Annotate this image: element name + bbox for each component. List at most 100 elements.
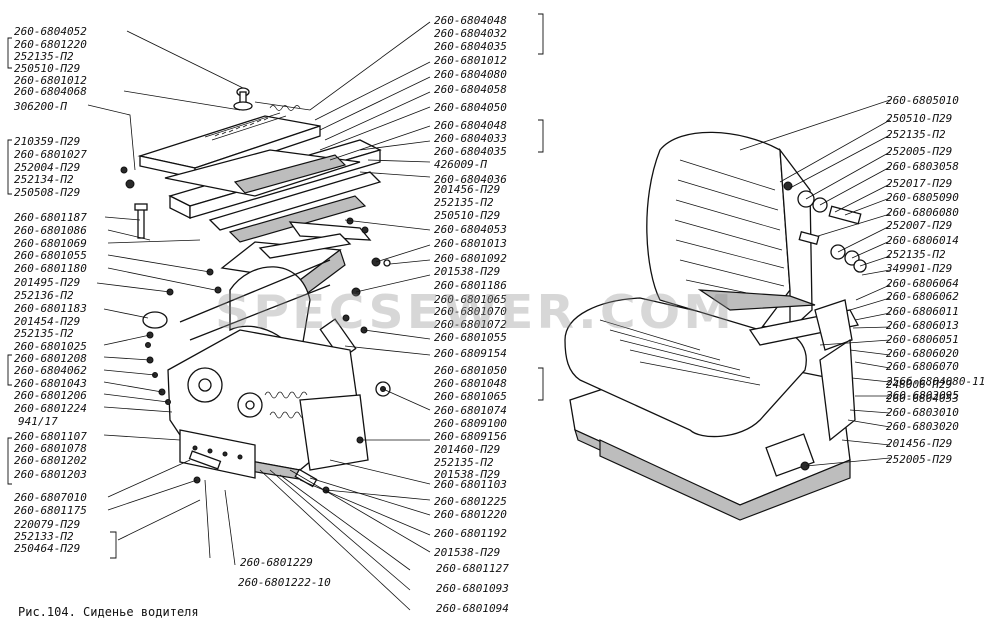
part-label: 260-6801186: [434, 279, 507, 292]
part-label: 260-6801202: [14, 454, 87, 467]
part-label: 260-6804050: [434, 101, 507, 114]
base-housing: [167, 329, 369, 481]
part-label: 260-6801103: [434, 478, 507, 491]
part-label: 220079-П29: [14, 518, 80, 531]
part-label: 260-6804035: [434, 40, 507, 53]
part-label: 260-6806062: [886, 290, 959, 303]
leader-lines: [87, 21, 891, 611]
part-label: 260-6801050: [434, 364, 507, 377]
part-label: 260-6801225: [434, 495, 507, 508]
part-label: 252136-П2: [14, 289, 74, 302]
part-label: 201454-П29: [14, 315, 80, 328]
watermark: SPECSEWER.COM: [215, 285, 735, 339]
part-label: 941/17: [18, 415, 58, 428]
part-label: 260-6806011: [886, 305, 959, 318]
part-label: 260-6801224: [14, 402, 87, 415]
part-label: 260-6801012: [434, 54, 507, 67]
part-label: 260-6801127: [436, 562, 509, 575]
seat-assembly: [564, 131, 867, 521]
part-label: 260-6801107: [14, 430, 87, 443]
part-label: 260-6801183: [14, 302, 87, 315]
part-label: 260-6801065: [434, 390, 507, 403]
part-label: 252135-П2: [434, 196, 494, 209]
part-label: 260-6801043: [14, 377, 87, 390]
spring-coil-top: [269, 105, 301, 111]
part-label: 426009-П: [434, 158, 487, 171]
part-label: 260-6805090: [886, 191, 959, 204]
part-label: 201456-П29: [434, 183, 500, 196]
part-label: 260-6801013: [434, 237, 507, 250]
part-label: 260-6804062: [14, 364, 87, 377]
part-label: 260-6801094: [436, 602, 509, 615]
part-label: 260-6804068: [14, 85, 87, 98]
part-label: 260-6801229: [240, 556, 313, 569]
part-label: 260-6801025: [14, 340, 87, 353]
part-label: 260-6809100: [434, 417, 507, 430]
part-label: 252005-П29: [886, 145, 952, 158]
part-label: 260-6806070: [886, 360, 959, 373]
part-label: 260-6804032: [434, 27, 507, 40]
part-label: 260-6801065: [434, 293, 507, 306]
part-label: 252133-П2: [14, 530, 74, 543]
part-label: 260-6801070: [434, 305, 507, 318]
part-label: 260-6806014: [886, 234, 959, 247]
part-label: 252135-П2: [886, 248, 946, 261]
part-label: 260-6807010: [14, 491, 87, 504]
part-label: 252135-П2: [14, 327, 74, 340]
part-label: 260-6804035: [434, 145, 507, 158]
part-label: 260-6803058: [886, 160, 959, 173]
part-label: 306200-П: [13, 100, 67, 113]
part-label: 260-6801069: [14, 237, 87, 250]
part-label: 260-6801203: [14, 468, 87, 481]
part-label: 252017-П29: [886, 177, 952, 190]
part-label: 201460-П29: [434, 443, 500, 456]
part-label: 349901-П29: [885, 262, 952, 275]
labels-middle: 260-6804048260-6804032260-6804035260-680…: [434, 14, 509, 615]
part-label: 201538-П29: [434, 265, 500, 278]
figure-caption: Рис.104. Сиденье водителя: [18, 605, 199, 619]
part-label: 260-6806080: [886, 206, 959, 219]
labels-bottom: 260-6801229 260-6801222-10: [238, 556, 331, 589]
part-label: 260-6804052: [14, 25, 87, 38]
suspension-arms: [179, 221, 372, 363]
part-label: 260-6801208: [14, 352, 87, 365]
part-label: 260-6801086: [14, 224, 87, 237]
labels-right: 260-6805010 250510-П29 252135-П2 252005-П29…: [885, 94, 985, 466]
part-label: 260-6801180: [14, 262, 87, 275]
part-label: 252004-П29: [14, 161, 80, 174]
part-label: 256б-6804080-11: [886, 375, 985, 388]
part-label: 260-6801078: [14, 442, 87, 455]
part-label: 252135-П2: [886, 128, 946, 141]
part-label: 250464-П29: [14, 542, 80, 555]
part-label: 260-6801012: [14, 74, 87, 87]
part-label: 260-6809154: [434, 347, 507, 360]
part-label: 250510-П29: [434, 209, 500, 222]
part-label: 250508-П29: [14, 186, 80, 199]
part-label: 201538-П29: [434, 468, 500, 481]
part-label: 260-6805010: [886, 94, 959, 107]
adjust-knob: [233, 87, 253, 111]
part-label: 260-6804080: [434, 68, 507, 81]
part-label: 260-6801175: [14, 504, 87, 517]
part-label: 260-6806013: [886, 319, 959, 332]
part-label: 260-6801220: [434, 508, 507, 521]
part-label: 201495-П29: [14, 276, 80, 289]
part-label: 250510-П29: [886, 112, 952, 125]
part-label: 260-6801222-10: [238, 576, 331, 589]
part-label: 260-6806020: [886, 347, 959, 360]
part-label: 252007-П29: [886, 219, 952, 232]
part-label: 260-6804058: [434, 83, 507, 96]
seat-frame-plate: [164, 149, 361, 197]
part-label: 252134-П2: [14, 173, 74, 186]
part-label: 252135-П2: [434, 456, 494, 469]
part-label: 260-6801206: [14, 389, 87, 402]
part-label: 201456-П29: [886, 437, 952, 450]
part-label: 252135-П2: [14, 50, 74, 63]
part-label: 260-6803095: [886, 389, 959, 402]
part-label: 260-6801072: [434, 318, 507, 331]
part-label: 260-6801093: [436, 582, 509, 595]
part-label: 260-6803010: [886, 406, 959, 419]
part-label: 248006-П29: [886, 378, 952, 391]
part-label: 260-6804048: [434, 119, 507, 132]
